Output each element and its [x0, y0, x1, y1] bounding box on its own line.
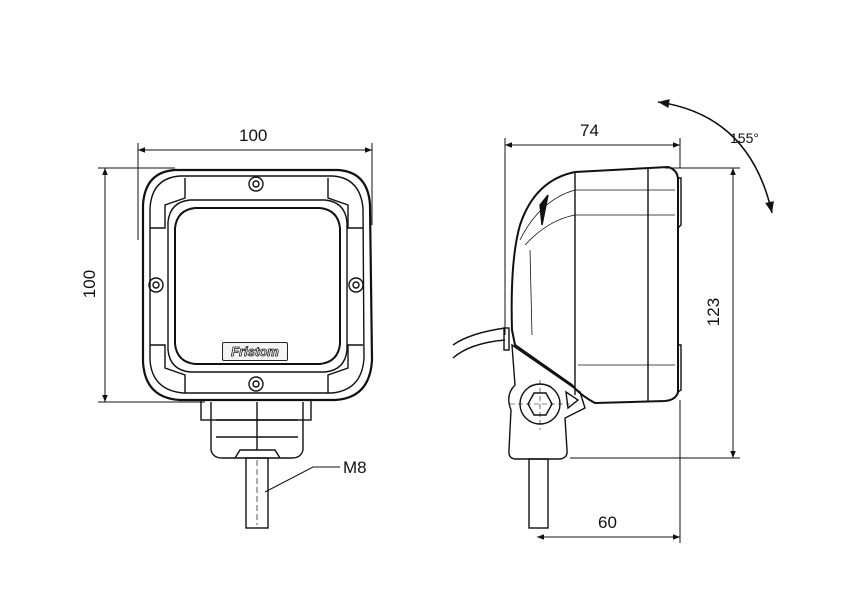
- rotation-label: 155°: [730, 130, 759, 146]
- side-depth-label: 74: [580, 121, 599, 140]
- brand-logo: Fristom: [222, 342, 288, 361]
- thread-label: M8: [343, 458, 367, 477]
- lamp-front-housing: [141, 168, 374, 402]
- m8-leader-line: [264, 466, 340, 493]
- screws: [148, 176, 364, 392]
- side-mount-bracket: [508, 343, 586, 529]
- cable: [452, 327, 510, 359]
- front-height-label: 100: [80, 269, 100, 299]
- lamp-side-housing: [510, 165, 682, 405]
- side-mount-dimension: [537, 400, 681, 543]
- front-width-dimension: [137, 143, 373, 240]
- front-width-label: 100: [239, 126, 268, 145]
- side-height-label: 123: [704, 297, 724, 327]
- front-height-dimension: [98, 167, 205, 403]
- front-bracket: [200, 399, 312, 529]
- rotation-arrow: [657, 99, 774, 214]
- side-mount-label: 60: [598, 513, 617, 532]
